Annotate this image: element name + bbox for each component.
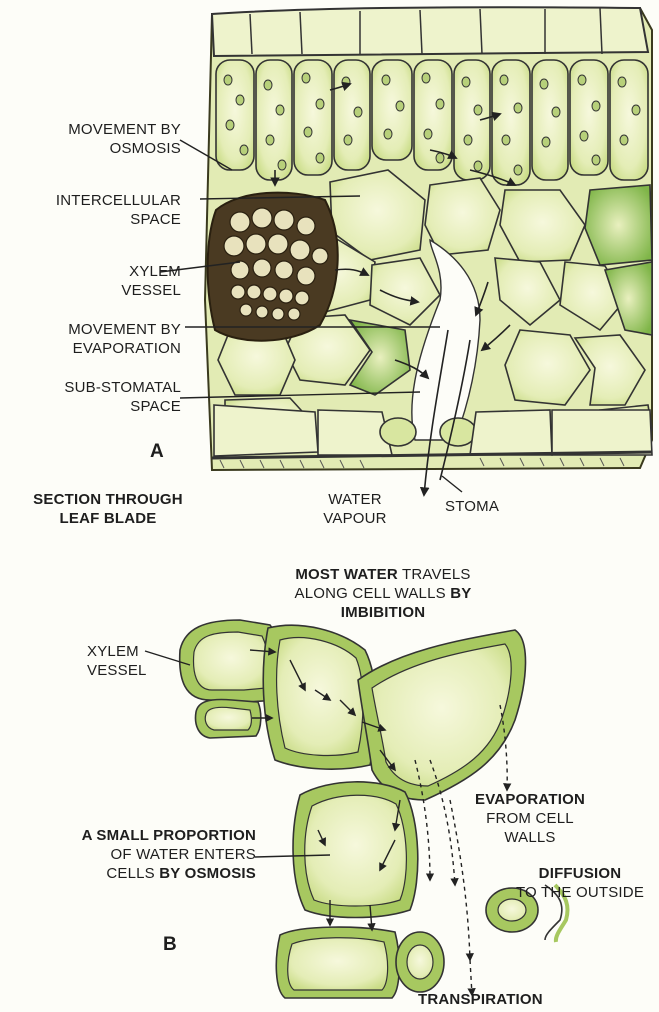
- label-sub-stomatal-space: SUB-STOMATAL SPACE: [16, 378, 181, 416]
- label-diffusion-to-outside: DIFFUSION TO THE OUTSIDE: [495, 864, 659, 902]
- label-xylem-vessel-b: XYLEM VESSEL: [87, 642, 147, 680]
- leaf-section: [160, 7, 652, 495]
- caption-section-through-leaf-blade: SECTION THROUGH LEAF BLADE: [18, 490, 198, 528]
- label-xylem-vessel-a: XYLEM VESSEL: [60, 262, 181, 300]
- label-evaporation-from-cell-walls: EVAPORATION FROM CELL WALLS: [445, 790, 615, 847]
- label-movement-by-osmosis: MOVEMENT BY OSMOSIS: [16, 120, 181, 158]
- label-imbibition: MOST WATER TRAVELS ALONG CELL WALLS BY I…: [248, 565, 518, 622]
- label-intercellular-space: INTERCELLULAR SPACE: [6, 191, 181, 229]
- panel-letter-b: B: [163, 935, 177, 954]
- panel-letter-a: A: [150, 442, 164, 461]
- upper-epidermis: [212, 7, 648, 56]
- label-small-proportion-osmosis: A SMALL PROPORTION OF WATER ENTERS CELLS…: [6, 826, 256, 883]
- xylem-vein: [208, 193, 338, 341]
- label-water-vapour: WATER VAPOUR: [305, 490, 405, 528]
- label-transpiration: TRANSPIRATION: [418, 990, 543, 1009]
- label-stoma: STOMA: [445, 497, 499, 516]
- label-movement-by-evaporation: MOVEMENT BY EVAPORATION: [16, 320, 181, 358]
